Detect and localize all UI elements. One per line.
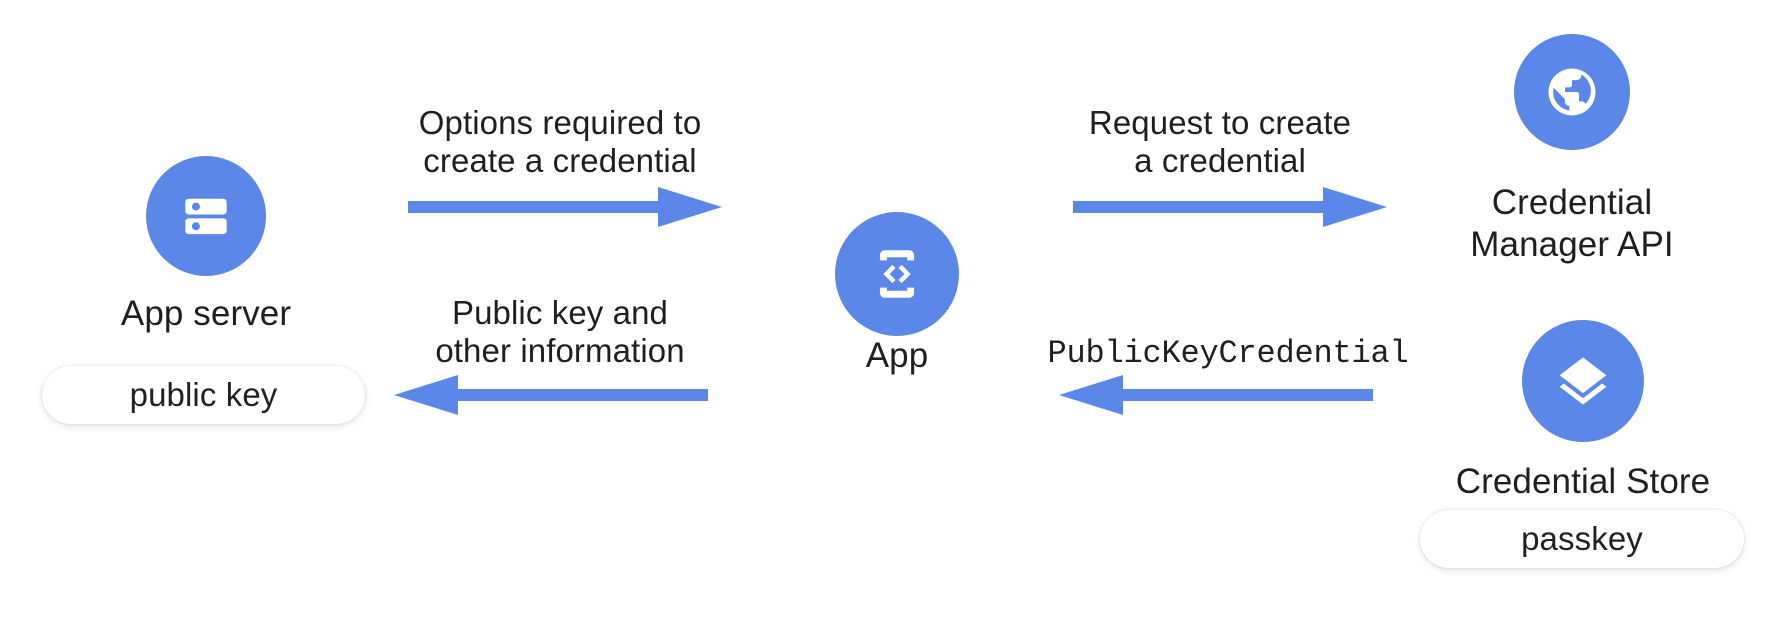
layers-icon-circle (1522, 320, 1644, 442)
node-app-label: App (865, 336, 929, 375)
arrow-label-options-required: Options required to create a credential (418, 104, 702, 180)
app-icon-circle (835, 212, 959, 336)
arrow-public-key-credential (1055, 372, 1373, 418)
arrow-options-required (408, 184, 722, 230)
node-app-server (146, 156, 266, 276)
node-credential-store (1522, 320, 1644, 442)
server-icon (185, 198, 227, 235)
node-credential-manager-api (1514, 34, 1630, 150)
arrow-public-key-return (390, 372, 708, 418)
chip-public-key: public key (42, 366, 365, 424)
node-credential-store-label: Credential Store (1455, 462, 1711, 501)
node-credential-manager-api-label: Credential Manager API (1470, 183, 1674, 264)
server-icon-circle (146, 156, 266, 276)
node-app (835, 212, 959, 336)
app-code-phone-icon (879, 250, 915, 298)
globe-icon (1548, 68, 1596, 116)
arrow-label-request-to-create: Request to create a credential (1088, 104, 1352, 180)
node-app-server-label: App server (120, 294, 292, 333)
chip-passkey: passkey (1420, 510, 1744, 568)
arrow-label-public-key-credential: PublicKeyCredential (1047, 335, 1409, 372)
layers-icon (1559, 357, 1607, 405)
arrow-label-public-key-return: Public key and other information (435, 294, 685, 370)
globe-icon-circle (1514, 34, 1630, 150)
arrow-request-to-create (1073, 184, 1387, 230)
